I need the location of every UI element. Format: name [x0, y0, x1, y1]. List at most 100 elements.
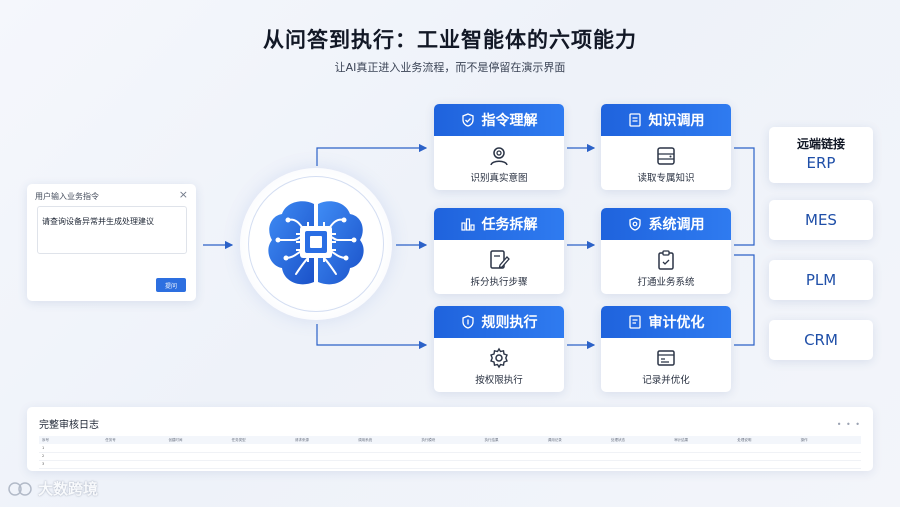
table-cell	[165, 452, 229, 461]
table-cell	[291, 444, 356, 453]
column-header: 创建时间	[165, 436, 229, 444]
card-intent-understanding[interactable]: 指令理解 识别真实意图	[434, 104, 564, 190]
remote-systems-title: 远端链接	[796, 137, 845, 151]
bracket-upper	[734, 147, 755, 246]
card-subtitle: 打通业务系统	[637, 277, 695, 288]
card-subtitle: 拆分执行步骤	[470, 277, 528, 288]
clipboard-icon	[658, 250, 674, 270]
card-subtitle: 按权限执行	[475, 375, 523, 386]
card-knowledge-retrieval[interactable]: 知识调用 读取专属知识	[601, 104, 731, 190]
gear-icon	[490, 347, 508, 369]
user-search-icon	[490, 147, 508, 166]
card-header: 任务拆解	[434, 208, 564, 240]
column-header: 任务类型	[228, 436, 292, 444]
table-cell	[481, 452, 545, 461]
audit-log-title: 完整审核日志	[39, 420, 99, 431]
table-cell	[544, 460, 608, 469]
submit-button[interactable]: 提问	[156, 278, 186, 292]
column-header: 执行结果	[481, 436, 545, 444]
table-cell	[291, 452, 356, 461]
card-rule-execution[interactable]: 规则执行 按权限执行	[434, 306, 564, 392]
card-title: 知识调用	[648, 113, 705, 129]
page-title: 从问答到执行：工业智能体的六项能力	[263, 28, 637, 52]
table-cell	[165, 460, 229, 469]
column-header: 调用记录	[544, 436, 608, 444]
table-cell[interactable]	[797, 460, 861, 469]
card-title: 审计优化	[648, 315, 705, 331]
table-cell	[165, 444, 229, 453]
system-label: CRM	[804, 331, 838, 349]
table-cell	[418, 452, 482, 461]
system-label: MES	[805, 211, 837, 229]
card-system-invocation[interactable]: 系统调用 打通业务系统	[601, 208, 731, 294]
table-cell	[607, 460, 672, 469]
audit-log-table: 序号 任务号 创建时间 任务类型 请求来源 调用系统 执行模块 执行结果 调用记…	[39, 436, 861, 469]
document-list-icon	[628, 315, 641, 329]
system-plm[interactable]: PLM	[769, 260, 873, 300]
command-input[interactable]: 请查询设备异常并生成处理建议	[37, 206, 187, 254]
card-title: 指令理解	[481, 113, 538, 129]
card-header: 审计优化	[601, 306, 731, 338]
table-cell[interactable]	[797, 452, 861, 461]
table-cell	[228, 444, 292, 453]
table-cell	[355, 444, 419, 453]
watermark-text: 大数跨境	[38, 480, 99, 498]
table-cell	[734, 444, 798, 453]
column-header: 任务号	[102, 436, 166, 444]
system-erp[interactable]: 远端链接 ERP	[769, 127, 873, 183]
table-cell	[418, 444, 482, 453]
card-subtitle: 记录并优化	[642, 375, 690, 386]
shield-icon	[461, 315, 474, 329]
column-header: 审计结果	[671, 436, 735, 444]
card-audit-optimization[interactable]: 审计优化 记录并优化	[601, 306, 731, 392]
chart-bars-icon	[460, 218, 475, 231]
arrow-brain-to-intent	[316, 143, 428, 166]
table-cell	[291, 460, 356, 469]
table-cell	[671, 452, 735, 461]
ai-brain-hub	[240, 168, 392, 320]
table-cell	[228, 460, 292, 469]
card-task-decomposition[interactable]: 任务拆解 拆分执行步骤	[434, 208, 564, 294]
close-icon[interactable]: ×	[178, 188, 188, 201]
shield-icon	[628, 217, 641, 231]
table-row[interactable]: 1	[39, 444, 861, 453]
card-subtitle: 识别真实意图	[470, 173, 528, 184]
system-mes[interactable]: MES	[769, 200, 873, 240]
column-header: 请求来源	[291, 436, 356, 444]
watermark-logo-icon	[8, 481, 32, 496]
table-cell: 1	[39, 444, 103, 453]
table-cell[interactable]	[102, 444, 166, 453]
watermark: 大数跨境	[8, 478, 98, 499]
table-cell	[481, 460, 545, 469]
arrow-brain-to-rule	[316, 324, 428, 350]
table-cell	[228, 452, 292, 461]
table-cell	[734, 452, 798, 461]
table-cell	[607, 444, 672, 453]
edit-document-icon	[490, 250, 510, 269]
column-header: 序号	[39, 436, 103, 444]
table-cell	[734, 460, 798, 469]
card-subtitle: 读取专属知识	[637, 173, 695, 184]
table-cell	[544, 444, 608, 453]
table-row[interactable]: 3	[39, 460, 861, 469]
column-header: 调用系统	[355, 436, 419, 444]
card-header: 指令理解	[434, 104, 564, 136]
table-cell[interactable]	[102, 452, 166, 461]
more-icon[interactable]: • • •	[836, 420, 861, 429]
table-cell[interactable]	[797, 444, 861, 453]
database-icon	[657, 147, 675, 165]
table-cell	[355, 452, 419, 461]
column-header: 处理状态	[607, 436, 672, 444]
table-cell	[671, 444, 735, 453]
system-label: PLM	[805, 271, 837, 289]
table-cell	[607, 452, 672, 461]
log-terminal-icon	[657, 350, 675, 366]
system-crm[interactable]: CRM	[769, 320, 873, 360]
table-cell: 2	[39, 452, 103, 461]
table-cell	[355, 460, 419, 469]
bracket-lower	[734, 254, 755, 346]
table-row[interactable]: 2	[39, 452, 861, 461]
table-cell[interactable]	[102, 460, 166, 469]
system-label: ERP	[806, 154, 836, 172]
table-cell	[544, 452, 608, 461]
